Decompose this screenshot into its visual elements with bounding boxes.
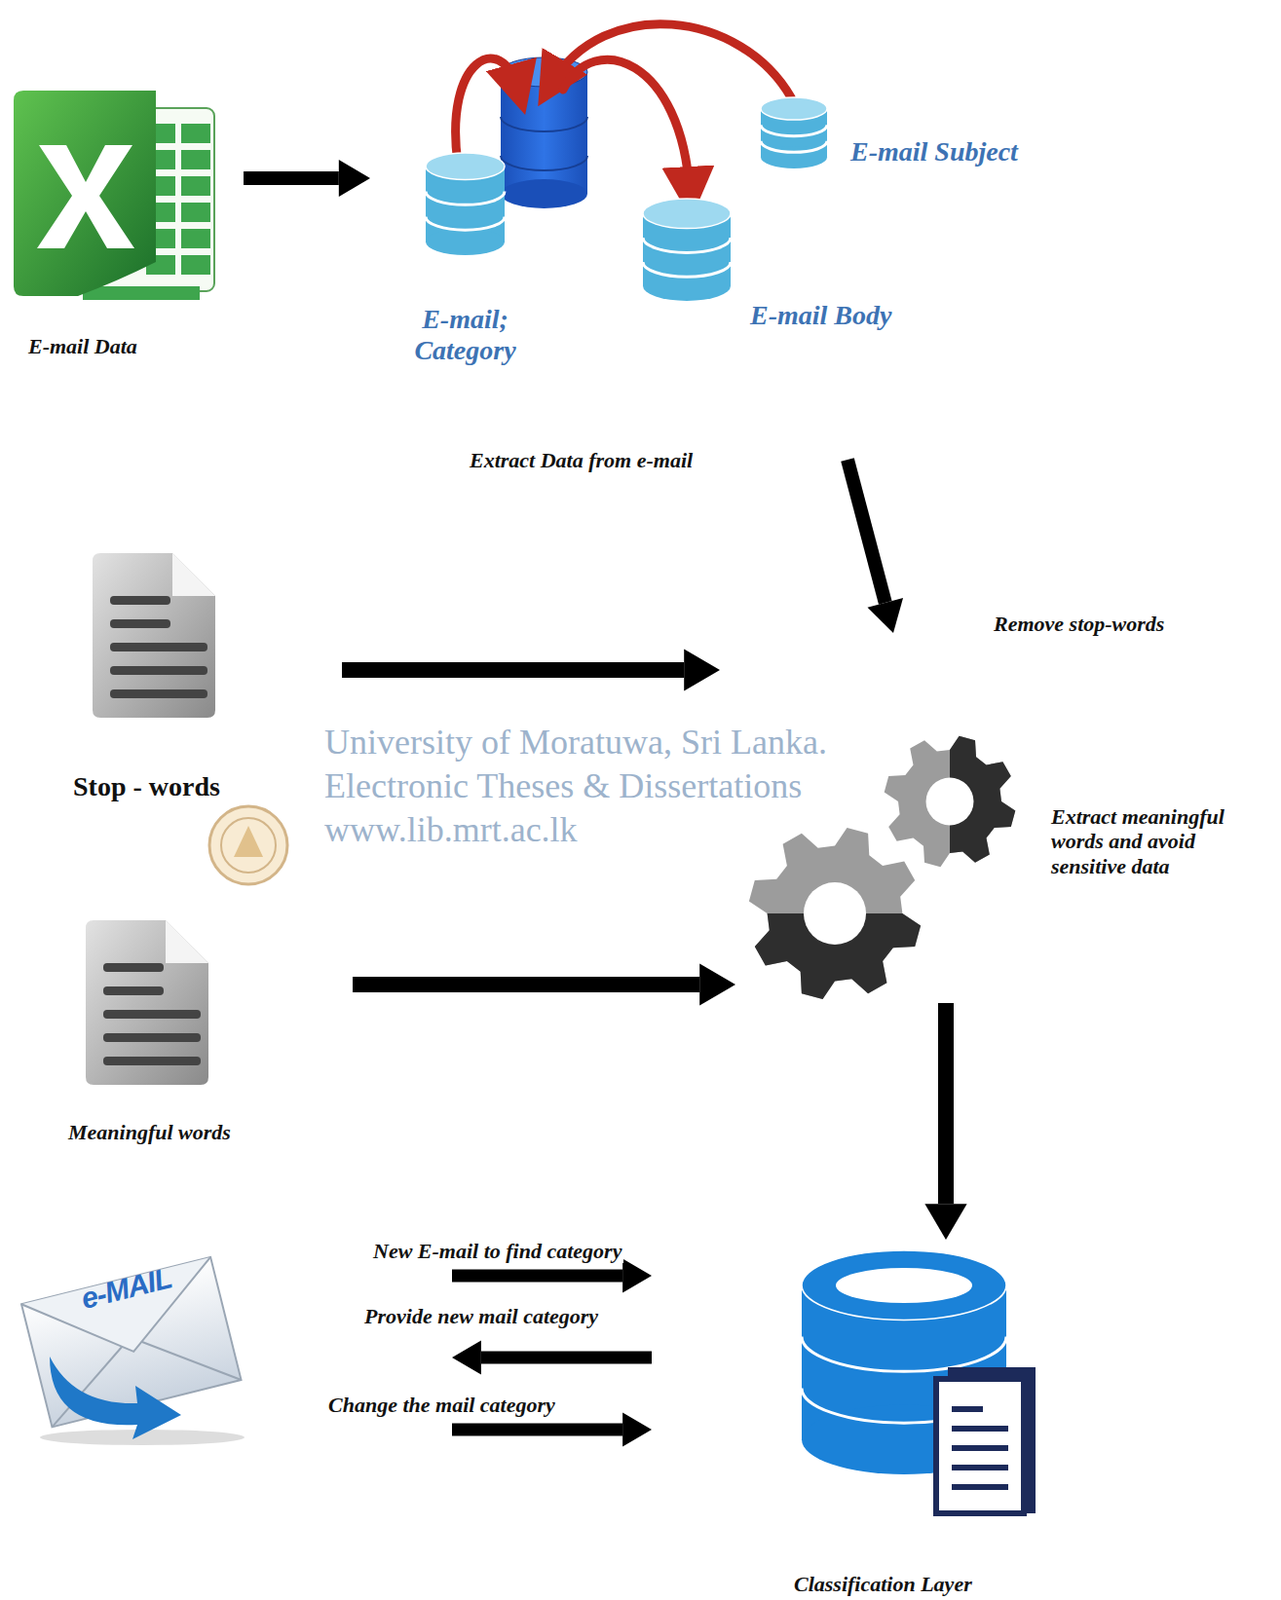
database-cylinder: E-mail Subject — [760, 97, 828, 169]
node-label: E-mail Subject — [850, 136, 1104, 168]
edge-label: Provide new mail category — [362, 1305, 601, 1329]
edge-label: Change the mail category — [326, 1394, 558, 1418]
database-cylinder: E-mail; Category — [425, 152, 505, 256]
node-label: E-mail Data — [28, 334, 224, 359]
database-cylinder-graphic — [760, 97, 828, 169]
flow-arrow — [341, 648, 720, 691]
edge-label: Extract Data from e-mail — [467, 449, 695, 473]
node-label: Stop - words — [73, 771, 278, 803]
watermark-text: University of Moratuwa, Sri Lanka. — [324, 724, 828, 760]
red-flow-arrow — [455, 24, 792, 193]
excel-icon: E-mail Data — [9, 86, 220, 306]
node-label: Remove stop-words — [993, 611, 1247, 637]
database-cylinder: E-mail Body — [642, 198, 731, 302]
flow-arrow — [452, 1340, 652, 1375]
university-logo — [209, 806, 288, 885]
node-label: E-mail Body — [750, 300, 975, 332]
watermark-text: www.lib.mrt.ac.lk — [324, 812, 578, 848]
flow-arrow — [924, 1003, 967, 1241]
node-label: Meaningful words — [68, 1120, 322, 1145]
edge-label: New E-mail to find category — [371, 1240, 624, 1264]
document-icon: Stop - words — [86, 551, 220, 720]
flow-arrow — [847, 459, 904, 634]
database-icon: Classification Layer — [801, 1250, 1037, 1516]
document-icon: Meaningful words — [79, 918, 213, 1088]
flow-arrow — [352, 963, 736, 1006]
flow-arrow — [243, 159, 371, 197]
flow-arrow — [452, 1258, 652, 1293]
excel-icon-graphic — [9, 86, 220, 306]
email-icon: e-MAIL — [20, 1240, 246, 1450]
database-cylinder-graphic — [425, 152, 505, 256]
node-label: E-mail; Category — [394, 303, 536, 367]
document-icon-graphic — [86, 551, 220, 720]
node-label: Extract meaningful words and avoid sensi… — [1051, 804, 1276, 879]
node-label: Classification Layer — [793, 1572, 1048, 1597]
database-cylinder-graphic — [642, 198, 731, 302]
watermark-text: Electronic Theses & Dissertations — [324, 768, 802, 804]
document-icon-graphic — [79, 918, 213, 1088]
database-icon-graphic — [801, 1250, 1037, 1516]
flow-arrow — [452, 1412, 652, 1447]
